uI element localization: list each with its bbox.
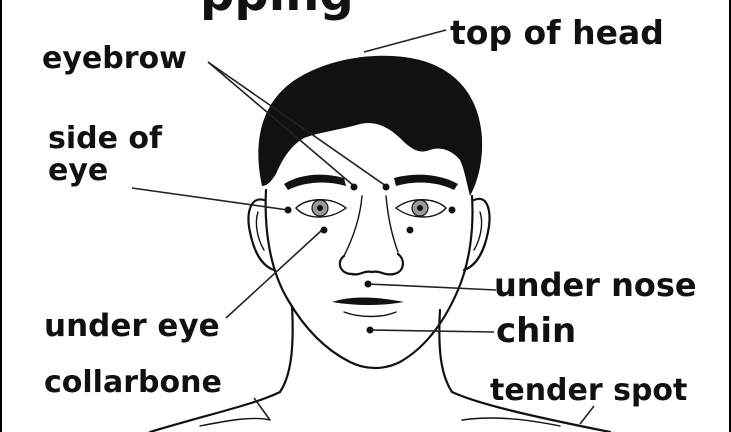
label-tender-spot: tender spot xyxy=(490,373,687,408)
label-under-nose: under nose xyxy=(494,266,697,304)
right-pupil xyxy=(417,205,423,211)
left-ear-inner xyxy=(256,212,264,250)
leader-under-nose xyxy=(368,284,496,290)
nose-bridge xyxy=(344,196,362,256)
leader-chin xyxy=(370,330,494,332)
left-ear xyxy=(249,199,274,270)
left-pupil xyxy=(317,205,323,211)
point-eyebrow-right xyxy=(383,184,390,191)
neck-left xyxy=(280,306,293,392)
point-under-eye-right xyxy=(407,227,414,234)
right-eyebrow xyxy=(394,175,458,190)
mouth xyxy=(332,298,404,306)
label-chin: chin xyxy=(496,311,576,351)
point-side-of-eye-right xyxy=(449,207,456,214)
label-eyebrow: eyebrow xyxy=(42,41,187,76)
nose-side xyxy=(386,196,398,252)
page-title: pping xyxy=(200,0,354,22)
lower-lip xyxy=(344,312,396,317)
right-ear-inner xyxy=(474,212,482,250)
label-collarbone: collarbone xyxy=(44,365,222,400)
left-collarbone-line xyxy=(200,418,270,426)
leader-tender-spot xyxy=(580,406,594,424)
label-side-of-eye-line2: eye xyxy=(48,153,108,188)
leader-under-eye xyxy=(226,230,322,318)
label-top-of-head: top of head xyxy=(450,13,664,52)
label-under-eye: under eye xyxy=(44,308,220,344)
nose xyxy=(340,254,403,274)
point-chin xyxy=(367,327,374,334)
face-outline xyxy=(266,190,473,368)
leader-collarbone xyxy=(254,398,270,420)
point-under-eye-left xyxy=(321,227,328,234)
leader-top-of-head xyxy=(364,30,446,52)
point-side-of-eye-left xyxy=(285,207,292,214)
label-side-of-eye-line1: side of xyxy=(48,121,163,156)
left-eyebrow xyxy=(284,175,346,190)
point-under-nose xyxy=(365,281,372,288)
point-eyebrow-left xyxy=(351,184,358,191)
